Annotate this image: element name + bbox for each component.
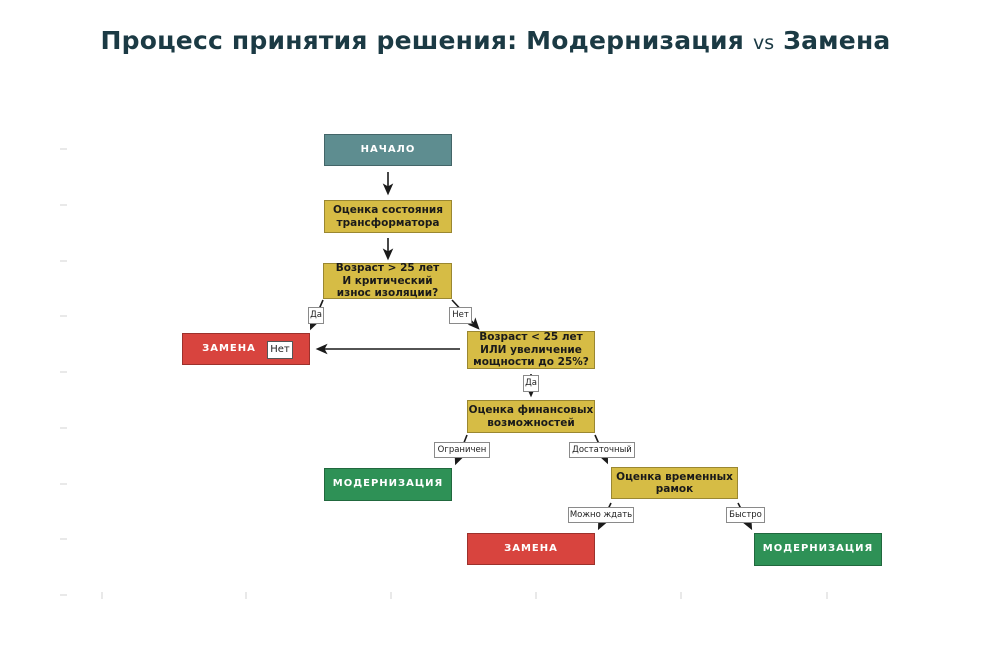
replace-node-bottom: ЗАМЕНА	[467, 533, 595, 565]
age-wear-decision-node: Возраст > 25 лет И критический износ изо…	[323, 262, 452, 299]
axis-tick-bottom	[245, 592, 247, 599]
edge-label-yes-2: Да	[523, 375, 539, 392]
axis-tick-left	[60, 204, 67, 206]
axis-tick-bottom	[390, 592, 392, 599]
axis-tick-left	[60, 148, 67, 150]
assess-state-node: Оценка состояния трансформатора	[324, 200, 452, 233]
axis-tick-bottom	[680, 592, 682, 599]
axis-tick-bottom	[826, 592, 828, 599]
finance-assessment-node: Оценка финансовых возможностей	[467, 400, 595, 433]
axis-tick-left	[60, 260, 67, 262]
axis-tick-bottom	[535, 592, 537, 599]
axis-tick-left	[60, 594, 67, 596]
edge-label-yes-1: Да	[308, 307, 324, 324]
edge-label-fast: Быстро	[726, 507, 765, 523]
start-node: НАЧАЛО	[324, 134, 452, 166]
age-power-decision-node: Возраст < 25 лет ИЛИ увеличение мощности…	[467, 331, 595, 369]
edge-label-sufficient: Достаточный	[569, 442, 635, 458]
axis-tick-bottom	[101, 592, 103, 599]
axis-tick-left	[60, 371, 67, 373]
page-title: Процесс принятия решения: Модернизация v…	[0, 26, 991, 55]
modernization-node-left: МОДЕРНИЗАЦИЯ	[324, 468, 452, 501]
edge-label-can-wait: Можно ждать	[568, 507, 634, 523]
title-right: Замена	[783, 26, 891, 55]
edge-label-no-1: Нет	[449, 307, 472, 324]
timeframe-assessment-node: Оценка временных рамок	[611, 467, 738, 499]
modernization-node-right: МОДЕРНИЗАЦИЯ	[754, 533, 882, 566]
edge-label-no-2: Нет	[267, 341, 293, 359]
axis-tick-left	[60, 315, 67, 317]
title-vs: vs	[752, 32, 775, 54]
axis-tick-left	[60, 427, 67, 429]
edge-label-limited: Ограничен	[434, 442, 490, 458]
axis-tick-left	[60, 538, 67, 540]
axis-tick-left	[60, 483, 67, 485]
title-main: Процесс принятия решения: Модернизация	[100, 26, 744, 55]
